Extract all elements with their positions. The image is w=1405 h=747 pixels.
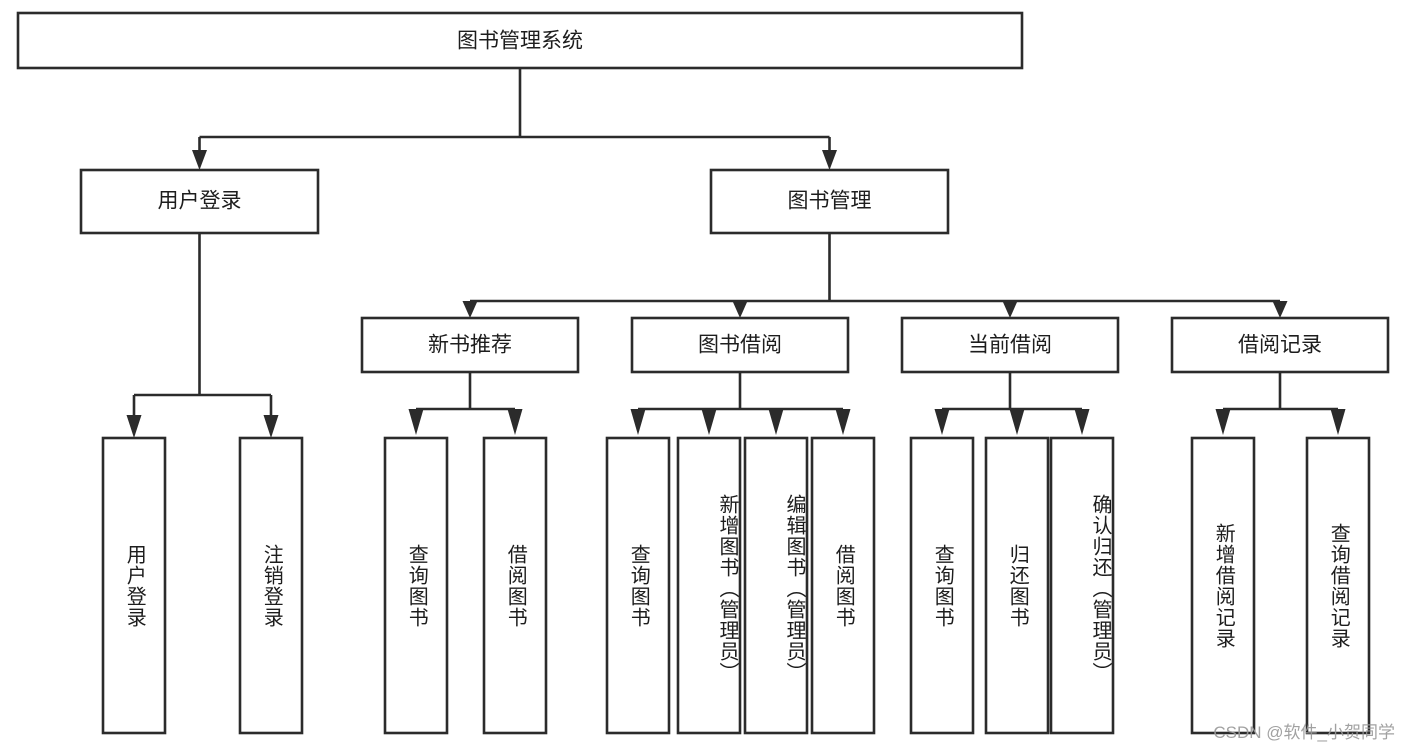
arrow-head-leaf-add-record: [1215, 409, 1231, 435]
arrow-head-user-login: [192, 150, 207, 170]
node-current-borrow[interactable]: 当前借阅: [900, 316, 1120, 374]
arrow-head-leaf-logout: [263, 415, 279, 438]
node-leaf-return-book-box[interactable]: [984, 436, 1050, 735]
arrow-head-book-borrow: [732, 301, 748, 318]
arrow-head-current-borrow: [1002, 301, 1018, 318]
node-new-book-recommend-box[interactable]: [360, 316, 580, 374]
node-leaf-add-record-box[interactable]: [1190, 436, 1256, 735]
arrow-head-leaf-query-book-rec: [408, 409, 424, 435]
node-leaf-borrow-book-box[interactable]: [810, 436, 876, 735]
node-book-borrow-box[interactable]: [630, 316, 850, 374]
node-borrow-records-box[interactable]: [1170, 316, 1390, 374]
arrow-head-leaf-add-book: [701, 409, 717, 435]
node-book-borrow-label: 图书借阅: [698, 334, 782, 357]
node-leaf-edit-book-box[interactable]: [743, 436, 809, 735]
arrow-head-leaf-user-login: [126, 415, 142, 438]
node-user-login-label: 用户登录: [158, 190, 242, 213]
node-book-borrow[interactable]: 图书借阅: [630, 316, 850, 374]
arrow-head-book-management: [822, 150, 837, 170]
node-leaf-confirm-return-box[interactable]: [1049, 436, 1115, 735]
arrow-head-leaf-query-book-current: [934, 409, 950, 435]
arrow-head-borrow-records: [1272, 301, 1288, 318]
node-current-borrow-label: 当前借阅: [968, 334, 1052, 357]
arrow-head-leaf-borrow-book-rec: [507, 409, 523, 435]
node-root-label: 图书管理系统: [457, 30, 583, 53]
arrow-head-leaf-return-book: [1009, 409, 1025, 435]
node-root[interactable]: 图书管理系统: [16, 11, 1024, 70]
node-book-management-label: 图书管理: [788, 190, 872, 213]
node-new-book-recommend[interactable]: 新书推荐: [360, 316, 580, 374]
node-leaf-query-book-current-box[interactable]: [909, 436, 975, 735]
node-leaf-borrow-book-rec-box[interactable]: [482, 436, 548, 735]
node-leaf-query-record-box[interactable]: [1305, 436, 1371, 735]
arrow-head-leaf-confirm-return: [1074, 409, 1090, 435]
connector-group: [126, 68, 1346, 438]
node-user-login[interactable]: 用户登录: [79, 168, 320, 235]
watermark-text: CSDN @软件_小贺同学: [1213, 723, 1395, 742]
node-leaf-query-book-rec-box[interactable]: [383, 436, 449, 735]
arrow-head-new-book-recommend: [462, 301, 478, 318]
node-borrow-records[interactable]: 借阅记录: [1170, 316, 1390, 374]
node-leaf-logout-box[interactable]: [238, 436, 304, 735]
node-book-management[interactable]: 图书管理: [709, 168, 950, 235]
node-leaf-query-book-borrow-box[interactable]: [605, 436, 671, 735]
node-root-box[interactable]: [16, 11, 1024, 70]
arrow-head-leaf-borrow-book: [835, 409, 851, 435]
node-current-borrow-box[interactable]: [900, 316, 1120, 374]
node-book-management-box[interactable]: [709, 168, 950, 235]
arrow-head-leaf-query-book-borrow: [630, 409, 646, 435]
node-borrow-records-label: 借阅记录: [1238, 334, 1322, 357]
node-leaf-add-book-box[interactable]: [676, 436, 742, 735]
node-new-book-recommend-label: 新书推荐: [428, 334, 512, 357]
node-user-login-box[interactable]: [79, 168, 320, 235]
node-leaf-user-login-box[interactable]: [101, 436, 167, 735]
leaf-box-group: [101, 436, 1371, 735]
arrow-head-leaf-edit-book: [768, 409, 784, 435]
arrow-head-leaf-query-record: [1330, 409, 1346, 435]
